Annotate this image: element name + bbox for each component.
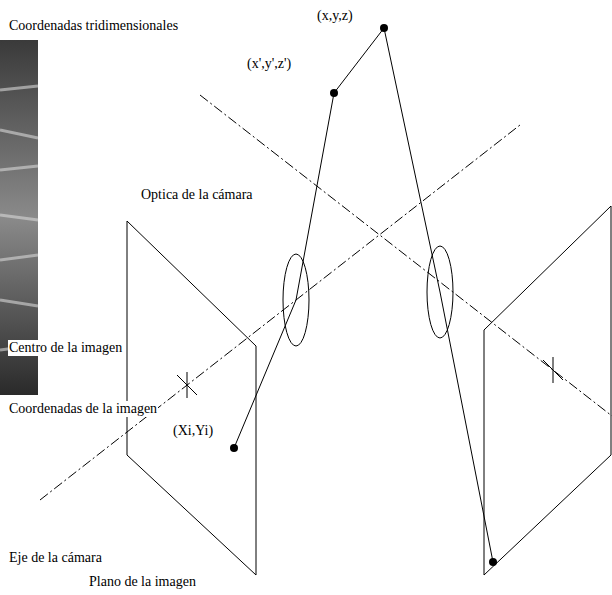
- image-plane-right: [484, 206, 611, 575]
- image-point-left: [230, 444, 238, 452]
- ray-left: [234, 28, 384, 448]
- camera-axis-right: [200, 95, 612, 416]
- text-label: Centro de la imagen: [8, 340, 123, 356]
- photo-texture: [0, 86, 38, 350]
- text-label: (x,y,z): [316, 8, 354, 24]
- image-plane-left: [127, 221, 256, 575]
- image-center-right: [543, 357, 563, 383]
- text-label: Optica de la cámara: [140, 187, 254, 203]
- world-point-alt: [330, 89, 338, 97]
- text-label: Plano de la imagen: [88, 574, 197, 590]
- image-point-right: [489, 558, 497, 566]
- image-center-left: [177, 372, 197, 398]
- world-point: [380, 24, 388, 32]
- ray-right: [384, 28, 493, 562]
- text-label: Eje de la cámara: [8, 550, 103, 566]
- text-label: (x',y',z'): [246, 56, 292, 72]
- text-label: (Xi,Yi): [172, 423, 214, 439]
- text-label: Coordenadas de la imagen: [8, 401, 158, 417]
- text-label: Coordenadas tridimensionales: [8, 18, 179, 34]
- camera-axis-left: [40, 125, 520, 500]
